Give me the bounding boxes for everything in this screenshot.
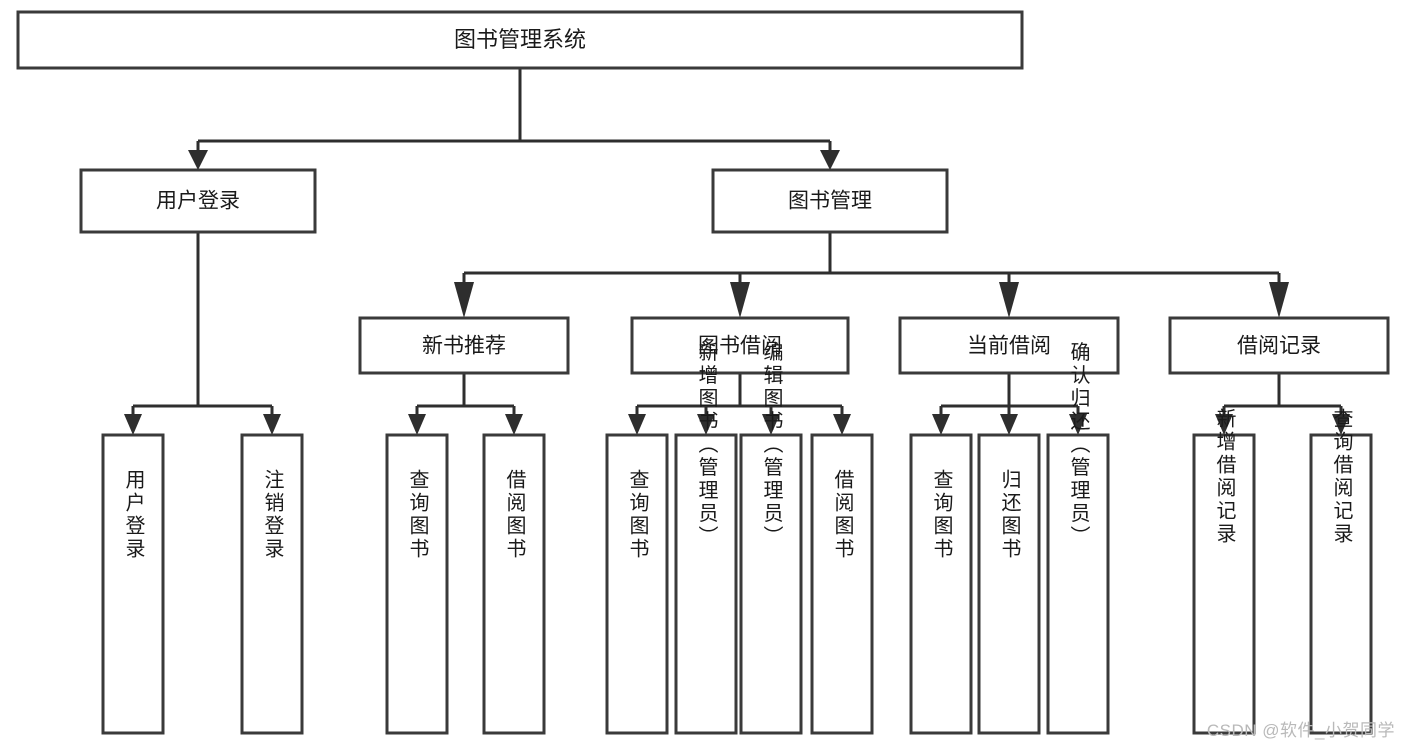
arrow-to-borrow-leaf-4 [833,414,851,435]
node-current-borrow-box [898,316,1120,375]
node-book-borrow-box [630,316,850,375]
node-leaf-borrow-add-book-label: 新增图书（管理员） [695,341,718,548]
node-leaf-recommend-borrow-book[interactable]: 借阅图书 [482,433,546,735]
node-book-management[interactable]: 图书管理 [711,168,949,234]
node-leaf-current-return-book[interactable]: 归还图书 [977,433,1041,735]
node-leaf-current-return-book-label: 归还图书 [998,469,1021,561]
node-leaf-current-query-book-label: 查询图书 [930,469,953,561]
node-leaf-borrow-edit-book-box [739,433,803,735]
connector-layer [124,68,1350,435]
node-book-management-label: 图书管理 [788,190,872,213]
node-new-book-recommend-box [358,316,570,375]
node-root-label: 图书管理系统 [454,27,586,52]
node-leaf-record-add[interactable]: 新增借阅记录 [1192,408,1256,735]
node-leaf-borrow-add-book-box [674,433,738,735]
node-root-box [16,10,1024,70]
node-borrow-record-label: 借阅记录 [1237,335,1321,358]
node-leaf-current-confirm-return[interactable]: 确认归还（管理员） [1046,341,1110,735]
node-leaf-record-add-box [1192,433,1256,735]
node-book-management-box [711,168,949,234]
node-leaf-borrow-add-book[interactable]: 新增图书（管理员） [674,341,738,735]
arrow-to-recommend-leaf-2 [505,414,523,435]
node-leaf-borrow-borrow-book-label: 借阅图书 [831,469,854,561]
node-leaf-recommend-query-book[interactable]: 查询图书 [385,433,449,735]
node-user-login[interactable]: 用户登录 [79,168,317,234]
arrow-to-current-leaf-3 [1069,414,1087,435]
node-current-borrow-label: 当前借阅 [967,335,1051,358]
arrow-to-book-mgmt [820,150,840,170]
node-leaf-recommend-borrow-book-box [482,433,546,735]
node-leaf-logout-box [240,433,304,735]
arrow-to-record-leaf-2 [1332,414,1350,435]
node-leaf-recommend-query-book-label: 查询图书 [406,469,429,561]
arrow-to-leaf-user-login [124,414,142,435]
arrow-to-user-login [188,150,208,170]
node-book-borrow[interactable]: 图书借阅 [630,316,850,375]
node-leaf-current-return-book-box [977,433,1041,735]
node-leaf-borrow-borrow-book-box [810,433,874,735]
node-book-borrow-label: 图书借阅 [698,335,782,358]
arrow-to-current-leaf-1 [932,414,950,435]
arrow-to-new-book-recommend [454,282,474,318]
arrow-to-current-borrow [999,282,1019,318]
node-leaf-recommend-borrow-book-label: 借阅图书 [503,469,526,561]
node-leaf-borrow-edit-book[interactable]: 编辑图书（管理员） [739,341,803,735]
node-leaf-logout[interactable]: 注销登录 [240,433,304,735]
arrow-to-current-leaf-2 [1000,414,1018,435]
node-leaf-borrow-query-book[interactable]: 查询图书 [605,433,669,735]
node-leaf-user-login[interactable]: 用户登录 [101,433,165,735]
node-leaf-record-query-box [1309,433,1373,735]
node-leaf-logout-label: 注销登录 [261,469,284,561]
arrow-to-borrow-record [1269,282,1289,318]
node-leaf-current-query-book-box [909,433,973,735]
node-leaf-current-confirm-return-label: 确认归还（管理员） [1067,341,1090,548]
node-leaf-recommend-query-book-box [385,433,449,735]
node-leaf-current-query-book[interactable]: 查询图书 [909,433,973,735]
node-new-book-recommend[interactable]: 新书推荐 [358,316,570,375]
node-leaf-current-confirm-return-box [1046,433,1110,735]
node-leaf-borrow-query-book-box [605,433,669,735]
arrow-to-book-borrow [730,282,750,318]
node-current-borrow[interactable]: 当前借阅 [898,316,1120,375]
node-root-system[interactable]: 图书管理系统 [16,10,1024,70]
node-leaf-borrow-edit-book-label: 编辑图书（管理员） [760,341,783,548]
arrow-to-borrow-leaf-1 [628,414,646,435]
node-user-login-label: 用户登录 [156,190,240,213]
arrow-to-leaf-logout [263,414,281,435]
arrow-to-recommend-leaf-1 [408,414,426,435]
node-leaf-user-login-label: 用户登录 [122,469,145,561]
node-leaf-record-query-label: 查询借阅记录 [1330,408,1353,546]
node-leaf-borrow-query-book-label: 查询图书 [626,469,649,561]
arrow-to-borrow-leaf-3 [762,414,780,435]
node-leaf-record-query[interactable]: 查询借阅记录 [1309,408,1373,735]
node-new-book-recommend-label: 新书推荐 [422,335,506,358]
node-borrow-record[interactable]: 借阅记录 [1168,316,1390,375]
arrow-to-record-leaf-1 [1215,414,1233,435]
arrow-to-borrow-leaf-2 [697,414,715,435]
node-borrow-record-box [1168,316,1390,375]
node-user-login-box [79,168,317,234]
node-leaf-user-login-box [101,433,165,735]
node-leaf-borrow-borrow-book[interactable]: 借阅图书 [810,433,874,735]
node-leaf-record-add-label: 新增借阅记录 [1213,408,1236,546]
